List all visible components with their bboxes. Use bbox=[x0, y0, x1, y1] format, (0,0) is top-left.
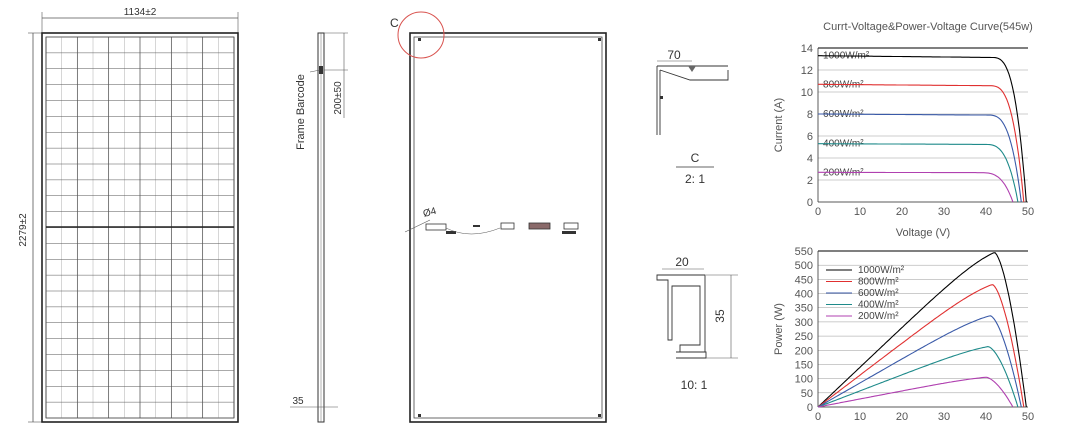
x-tick-label: 20 bbox=[896, 206, 908, 218]
back-frame bbox=[409, 32, 607, 423]
height-dimension: 2279±2 bbox=[18, 213, 29, 247]
detail-c-label: C bbox=[390, 16, 399, 30]
x-tick-label: 30 bbox=[938, 206, 950, 218]
width-dimension: 1134±2 bbox=[124, 7, 157, 18]
series-line bbox=[817, 376, 1014, 408]
side-view: 200±50 Frame Barcode 35 bbox=[290, 32, 348, 423]
y-tick-label: 14 bbox=[801, 43, 813, 55]
connector-left bbox=[425, 223, 447, 231]
frame-height-dim: 35 bbox=[713, 309, 727, 323]
detail-c-title: C bbox=[691, 151, 700, 165]
y-tick-label: 10 bbox=[801, 87, 813, 99]
y-axis-label: Current (A) bbox=[773, 98, 785, 152]
y-tick-label: 0 bbox=[807, 402, 813, 414]
y-tick-label: 200 bbox=[795, 345, 813, 357]
legend-entry: 400W/m² bbox=[858, 300, 899, 311]
series-line bbox=[817, 315, 1022, 408]
connector-right bbox=[563, 222, 579, 230]
frame-dimension: 35 bbox=[292, 396, 304, 407]
legend-entry: 200W/m² bbox=[858, 311, 899, 322]
y-tick-label: 8 bbox=[807, 109, 813, 121]
y-tick-label: 400 bbox=[795, 289, 813, 301]
frame-barcode-label: Frame Barcode bbox=[295, 74, 307, 150]
x-tick-label: 20 bbox=[896, 411, 908, 423]
hole-label: Ø4 bbox=[422, 206, 438, 220]
series-line bbox=[817, 346, 1019, 408]
barcode-dimension: 200±50 bbox=[333, 81, 344, 115]
series-line bbox=[817, 252, 1027, 408]
x-tick-label: 10 bbox=[854, 411, 866, 423]
y-tick-label: 4 bbox=[807, 153, 813, 165]
series-line bbox=[818, 113, 1022, 203]
x-axis-label: Voltage (V) bbox=[896, 227, 950, 239]
y-tick-label: 12 bbox=[801, 65, 813, 77]
detail-c: 70 C 2: 1 bbox=[656, 48, 729, 186]
legend-entry: 600W/m² bbox=[858, 288, 899, 299]
y-tick-label: 350 bbox=[795, 303, 813, 315]
detail-c-scale: 2: 1 bbox=[685, 172, 705, 186]
series-line bbox=[818, 55, 1027, 203]
chart-title: Currt-Voltage&Power-Voltage Curve(545w) bbox=[823, 21, 1033, 33]
y-axis-label: Power (W) bbox=[773, 303, 785, 355]
y-tick-label: 150 bbox=[795, 359, 813, 371]
junction-box bbox=[528, 222, 551, 230]
y-tick-label: 6 bbox=[807, 131, 813, 143]
frame-section-scale: 10: 1 bbox=[681, 378, 708, 392]
x-tick-label: 0 bbox=[815, 411, 821, 423]
detail-c-dimension: 70 bbox=[667, 48, 681, 62]
legend-entry: 1000W/m² bbox=[858, 265, 905, 276]
back-view: C Ø4 bbox=[390, 11, 607, 423]
y-tick-label: 0 bbox=[807, 197, 813, 209]
frame-section: 20 35 10: 1 bbox=[656, 255, 738, 392]
y-tick-label: 300 bbox=[795, 317, 813, 329]
x-tick-label: 50 bbox=[1022, 206, 1034, 218]
y-tick-label: 550 bbox=[795, 246, 813, 258]
x-tick-label: 50 bbox=[1022, 411, 1034, 423]
x-tick-label: 0 bbox=[815, 206, 821, 218]
iv-chart: Currt-Voltage&Power-Voltage Curve(545w) 0… bbox=[773, 21, 1034, 239]
series-line bbox=[818, 143, 1019, 203]
detail-c-marker bbox=[397, 11, 445, 59]
x-tick-label: 40 bbox=[980, 411, 992, 423]
x-tick-label: 10 bbox=[854, 206, 866, 218]
legend-entry: 800W/m² bbox=[858, 277, 899, 288]
y-tick-label: 50 bbox=[801, 388, 813, 400]
x-tick-label: 30 bbox=[938, 411, 950, 423]
y-tick-label: 100 bbox=[795, 374, 813, 386]
y-tick-label: 450 bbox=[795, 274, 813, 286]
y-tick-label: 500 bbox=[795, 260, 813, 272]
y-tick-label: 2 bbox=[807, 175, 813, 187]
frame-width-dim: 20 bbox=[675, 255, 689, 269]
front-view: 1134±2 2279±2 bbox=[18, 7, 239, 423]
series-line bbox=[817, 284, 1025, 408]
cell-grid bbox=[45, 36, 235, 419]
series-line bbox=[818, 83, 1025, 203]
y-tick-label: 250 bbox=[795, 331, 813, 343]
series-line bbox=[818, 171, 1014, 203]
x-tick-label: 40 bbox=[980, 206, 992, 218]
